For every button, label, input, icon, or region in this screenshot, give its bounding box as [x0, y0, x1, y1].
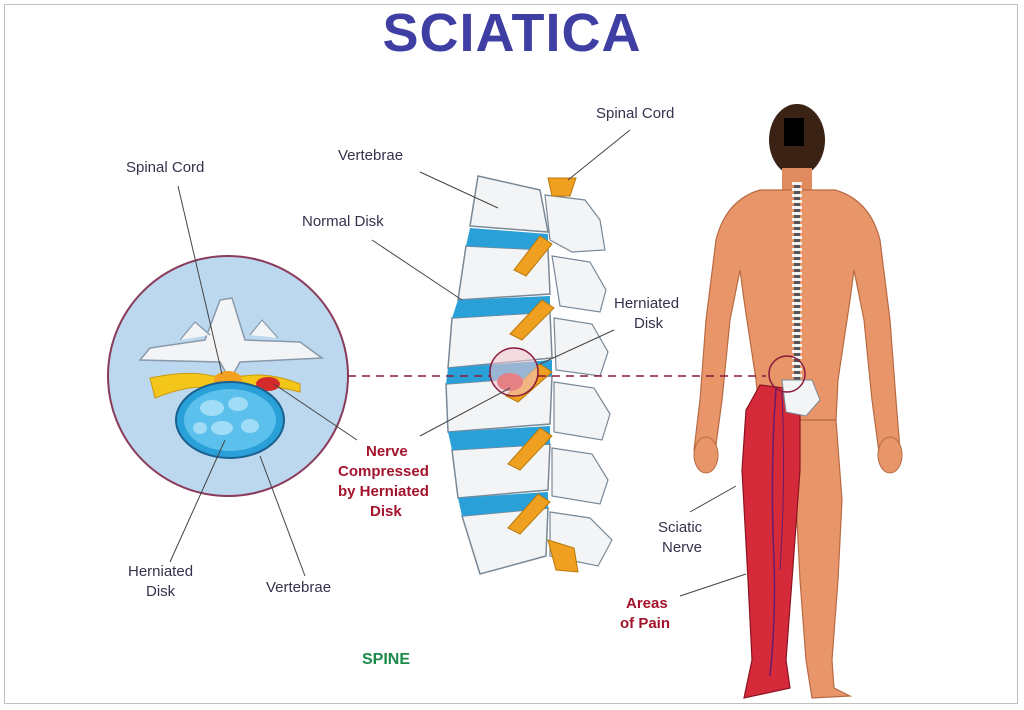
label-spine-herniated-1: Herniated — [614, 295, 680, 312]
label-cross-vertebrae: Vertebrae — [266, 579, 332, 596]
label-cross-herniated-2: Disk — [146, 583, 176, 600]
label-spine: SPINE — [362, 651, 411, 668]
spine-column — [445, 175, 613, 575]
label-spine-normal-disk: Normal Disk — [302, 213, 384, 230]
image-frame — [4, 4, 1018, 704]
label-spine-spinal-cord: Spinal Cord — [596, 105, 675, 122]
label-sciatic-nerve-1: Sciatic — [658, 519, 703, 536]
label-spine-herniated-2: Disk — [634, 315, 664, 332]
vertebra-cross-section — [107, 255, 349, 497]
label-sciatic-nerve-2: Nerve — [662, 539, 703, 556]
page-title: SCIATICA — [382, 3, 642, 63]
label-cross-spinal-cord: Spinal Cord — [126, 159, 205, 176]
label-nerve-compressed-2: Compressed — [338, 463, 429, 480]
label-nerve-compressed-1: Nerve — [366, 443, 408, 460]
human-body-back-view — [693, 104, 903, 699]
label-nerve-compressed-3: by Herniated — [338, 483, 429, 500]
label-nerve-compressed-4: Disk — [370, 503, 402, 520]
label-spine-vertebrae: Vertebrae — [338, 147, 404, 164]
label-cross-herniated-1: Herniated — [128, 563, 194, 580]
label-areas-of-pain-2: of Pain — [620, 615, 671, 632]
label-areas-of-pain-1: Areas — [626, 595, 668, 612]
